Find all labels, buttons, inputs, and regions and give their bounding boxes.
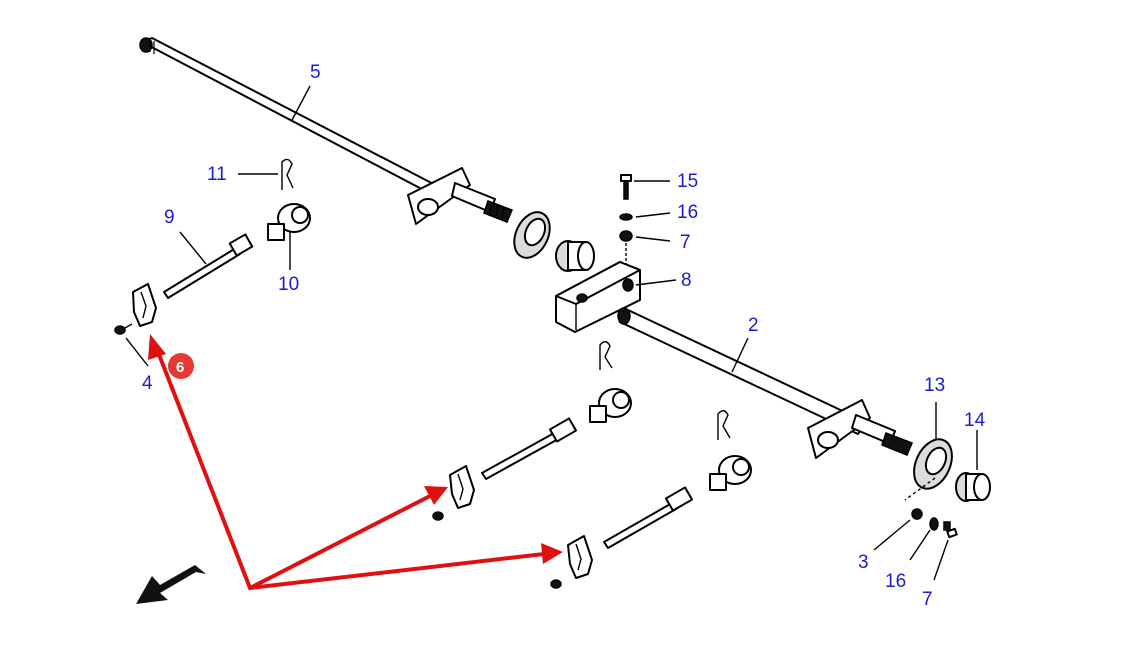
lower-shaft: [617, 307, 913, 459]
flange-13: [913, 438, 953, 490]
eye-middle: [589, 388, 632, 423]
label-11: 11: [207, 164, 227, 185]
screw-lower: [550, 579, 562, 589]
label-13: 13: [924, 375, 945, 396]
bracket-middle: [449, 465, 475, 509]
bolt-15: [620, 174, 632, 200]
bolt-7-bottom: [943, 521, 958, 539]
label-16-bottom: 16: [885, 571, 906, 592]
label-5: 5: [310, 62, 321, 83]
bushing-14: [955, 472, 991, 502]
upper-bushing: [555, 240, 595, 272]
leader-lines: [125, 85, 978, 581]
label-7-top: 7: [680, 232, 691, 253]
upper-flange: [513, 211, 551, 259]
rod-middle: [481, 417, 578, 480]
nut-7-top: [619, 230, 633, 242]
clip-11: [281, 158, 294, 190]
label-16-top: 16: [677, 202, 698, 223]
nut-3: [911, 508, 923, 520]
label-8: 8: [681, 270, 692, 291]
eye-10: [267, 203, 311, 241]
washer-16-top: [619, 213, 633, 221]
label-14: 14: [964, 410, 986, 431]
bracket-6-upper: [132, 283, 157, 327]
label-10: 10: [278, 274, 299, 295]
upper-shaft: [139, 37, 513, 225]
label-4: 4: [142, 373, 153, 394]
label-15: 15: [677, 171, 698, 192]
clip-middle: [599, 341, 613, 370]
clip-lower: [717, 410, 731, 440]
screw-middle: [432, 511, 444, 521]
rod-lower: [603, 486, 694, 549]
direction-arrow-icon: [136, 565, 206, 604]
screw-4: [114, 323, 133, 335]
label-3: 3: [858, 552, 869, 573]
label-9: 9: [164, 207, 175, 228]
highlight-badge: 6: [168, 353, 194, 379]
label-7-bottom: 7: [922, 589, 933, 610]
highlight-arrows: [148, 334, 563, 590]
eye-lower: [709, 455, 752, 491]
label-2: 2: [748, 315, 759, 336]
clamp-8: [555, 261, 641, 333]
rod-9: [163, 233, 254, 299]
badge-6-label: 6: [176, 359, 184, 376]
washer-16-bottom: [929, 517, 939, 531]
bracket-lower: [567, 535, 593, 579]
